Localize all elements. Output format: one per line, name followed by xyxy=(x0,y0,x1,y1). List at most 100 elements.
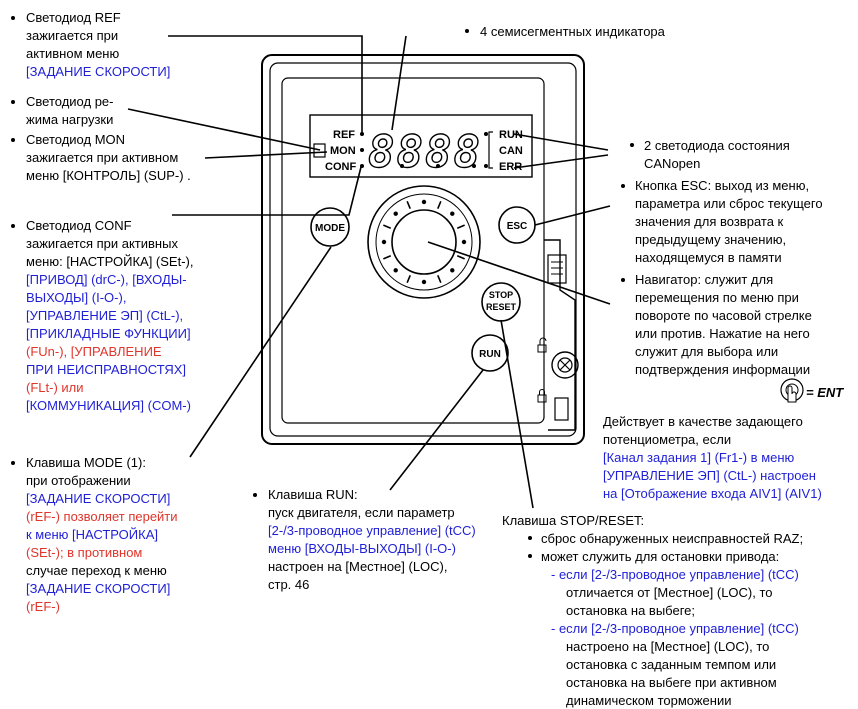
svg-text:- если [2-/3-проводное управле: - если [2-/3-проводное управление] (tCC) xyxy=(551,621,799,636)
dial-dot xyxy=(393,268,398,273)
svg-text:(FUn-), [УПРАВЛЕНИЕ: (FUn-), [УПРАВЛЕНИЕ xyxy=(26,344,162,359)
svg-text:случае переход к меню: случае переход к меню xyxy=(26,563,167,578)
svg-text:зажигается при: зажигается при xyxy=(26,28,118,43)
dial-tick xyxy=(383,255,392,260)
annotation-mode-key: Клавиша MODE (1): при отображении [ЗАДАН… xyxy=(11,455,178,614)
svg-text:Светодиод MON: Светодиод MON xyxy=(26,132,125,147)
svg-text:2 светодиода состояния: 2 светодиода состояния xyxy=(644,138,790,153)
dial-dot xyxy=(421,279,427,285)
svg-text:Светодиод REF: Светодиод REF xyxy=(26,10,121,25)
svg-text:настроен на [Местное] (LOC),: настроен на [Местное] (LOC), xyxy=(268,559,448,574)
svg-text:(rEF-) позволяет перейти: (rEF-) позволяет перейти xyxy=(26,509,178,524)
svg-text:или против. Нажатие на него: или против. Нажатие на него xyxy=(635,326,810,341)
svg-text:- если [2-/3-проводное управле: - если [2-/3-проводное управление] (tCC) xyxy=(551,567,799,582)
svg-text:остановка с заданным темпом ил: остановка с заданным темпом или xyxy=(566,657,776,672)
run-button[interactable]: RUN xyxy=(471,334,509,372)
dial-tick xyxy=(406,201,411,210)
dial-dot xyxy=(421,199,427,205)
svg-text:меню [КОНТРОЛЬ] (SUP-) .: меню [КОНТРОЛЬ] (SUP-) . xyxy=(26,168,191,183)
dial-dot xyxy=(461,239,467,245)
annotation-esc: Кнопка ESC: выход из меню, параметра или… xyxy=(621,178,823,265)
svg-text:ВЫХОДЫ] (I-O-),: ВЫХОДЫ] (I-O-), xyxy=(26,290,126,305)
svg-text:сброс обнаруженных неисправнос: сброс обнаруженных неисправностей RAZ; xyxy=(541,531,803,546)
svg-text:перемещения по меню при: перемещения по меню при xyxy=(635,290,799,305)
svg-text:CANopen: CANopen xyxy=(644,156,700,171)
svg-text:Навигатор: служит для: Навигатор: служит для xyxy=(635,272,773,287)
svg-text:активном меню: активном меню xyxy=(26,46,119,61)
svg-text:ESC: ESC xyxy=(507,221,528,232)
lock-open-icon xyxy=(537,337,547,353)
dial-tick xyxy=(437,274,442,283)
esc-button[interactable]: ESC xyxy=(498,206,536,244)
svg-text:подтверждения информации: подтверждения информации xyxy=(635,362,810,377)
svg-text:значения для возврата к: значения для возврата к xyxy=(635,214,784,229)
led-can-label: CAN xyxy=(499,145,523,157)
dial-press-icon xyxy=(780,378,804,403)
led-ref-label: REF xyxy=(333,129,355,141)
svg-text:[ПРИВОД] (drC-), [ВХОДЫ-: [ПРИВОД] (drC-), [ВХОДЫ- xyxy=(26,272,187,287)
dial-tick xyxy=(383,224,392,229)
led-mon-label: MON xyxy=(330,145,356,157)
dial-dot xyxy=(393,211,398,216)
led-err-label: ERR xyxy=(499,161,522,173)
svg-text:меню: [НАСТРОЙКА] (SEt-),: меню: [НАСТРОЙКА] (SEt-), xyxy=(26,254,193,269)
svg-text:[УПРАВЛЕНИЕ ЭП] (CtL-) настрое: [УПРАВЛЕНИЕ ЭП] (CtL-) настроен xyxy=(603,468,816,483)
svg-text:Клавиша STOP/RESET:: Клавиша STOP/RESET: xyxy=(502,513,644,528)
svg-text:Светодиод CONF: Светодиод CONF xyxy=(26,218,132,233)
dial-tick xyxy=(437,201,442,210)
dial-dot xyxy=(450,268,455,273)
svg-text:параметра или сброс текущего: параметра или сброс текущего xyxy=(635,196,823,211)
navigator-dial[interactable] xyxy=(367,185,481,299)
svg-text:[ЗАДАНИЕ СКОРОСТИ]: [ЗАДАНИЕ СКОРОСТИ] xyxy=(26,491,170,506)
led-ref xyxy=(360,132,364,136)
svg-text:= ENT: = ENT xyxy=(806,385,844,400)
svg-text:находящемуся в памяти: находящемуся в памяти xyxy=(635,250,782,265)
svg-text:[КОММУНИКАЦИЯ] (COM-): [КОММУНИКАЦИЯ] (COM-) xyxy=(26,398,191,413)
annotation-run-key: Клавиша RUN: пуск двигателя, если параме… xyxy=(253,487,476,592)
svg-text:пуск двигателя, если параметр: пуск двигателя, если параметр xyxy=(268,505,455,520)
svg-text:4 семисегментных индикатора: 4 семисегментных индикатора xyxy=(480,24,666,39)
led-mon xyxy=(360,148,364,152)
lock-closed-icon xyxy=(537,389,547,403)
annotation-mon-led: Светодиод MON зажигается при активном ме… xyxy=(11,132,191,183)
svg-text:повороте по часовой стрелке: повороте по часовой стрелке xyxy=(635,308,812,323)
svg-text:[2-/3-проводное управление] (t: [2-/3-проводное управление] (tCC) xyxy=(268,523,476,538)
svg-text:Действует в качестве задающего: Действует в качестве задающего xyxy=(603,414,803,429)
dial-dot xyxy=(450,211,455,216)
annotation-potentiometer: Действует в качестве задающего потенциом… xyxy=(603,414,822,501)
svg-text:8888: 8888 xyxy=(368,127,482,178)
display-panel: REF MON CONF 8888 RUN CAN ERR xyxy=(309,114,533,179)
svg-text:динамическом торможении: динамическом торможении xyxy=(566,693,732,708)
svg-text:MODE: MODE xyxy=(315,223,345,234)
annotation-indicators: 4 семисегментных индикатора xyxy=(465,24,666,39)
svg-text:предыдущему значению,: предыдущему значению, xyxy=(635,232,786,247)
dial-tick xyxy=(406,274,411,283)
svg-text:[УПРАВЛЕНИЕ ЭП] (CtL-),: [УПРАВЛЕНИЕ ЭП] (CtL-), xyxy=(26,308,183,323)
dial-tick xyxy=(456,255,465,260)
svg-text:(rEF-): (rEF-) xyxy=(26,599,60,614)
stop-reset-button[interactable]: STOP RESET xyxy=(481,282,521,322)
led-run xyxy=(484,132,488,136)
svg-text:может служить для остановки пр: может служить для остановки привода: xyxy=(541,549,779,564)
svg-text:RUN: RUN xyxy=(479,349,501,360)
svg-text:зажигается при активном: зажигается при активном xyxy=(26,150,178,165)
load-mode-led xyxy=(313,143,326,158)
dial-tick xyxy=(456,224,465,229)
svg-text:Светодиод ре-: Светодиод ре- xyxy=(26,94,113,109)
svg-text:Кнопка ESC: выход из меню,: Кнопка ESC: выход из меню, xyxy=(635,178,809,193)
svg-text:к меню [НАСТРОЙКА]: к меню [НАСТРОЙКА] xyxy=(26,527,158,542)
svg-text:Клавиша RUN:: Клавиша RUN: xyxy=(268,487,358,502)
mode-button[interactable]: MODE xyxy=(310,207,350,247)
svg-text:STOP: STOP xyxy=(489,290,513,300)
svg-text:остановка на выбеге;: остановка на выбеге; xyxy=(566,603,695,618)
svg-text:стр. 46: стр. 46 xyxy=(268,577,309,592)
svg-text:Клавиша MODE (1):: Клавиша MODE (1): xyxy=(26,455,146,470)
svg-text:(FLt-) или: (FLt-) или xyxy=(26,380,84,395)
svg-text:служит для выбора или: служит для выбора или xyxy=(635,344,778,359)
led-err xyxy=(484,164,488,168)
svg-text:[ЗАДАНИЕ СКОРОСТИ]: [ЗАДАНИЕ СКОРОСТИ] xyxy=(26,64,170,79)
annotation-navigator: Навигатор: служит для перемещения по мен… xyxy=(621,272,812,377)
svg-text:при отображении: при отображении xyxy=(26,473,131,488)
annotation-stop-reset-key: Клавиша STOP/RESET: сброс обнаруженных н… xyxy=(502,513,803,708)
